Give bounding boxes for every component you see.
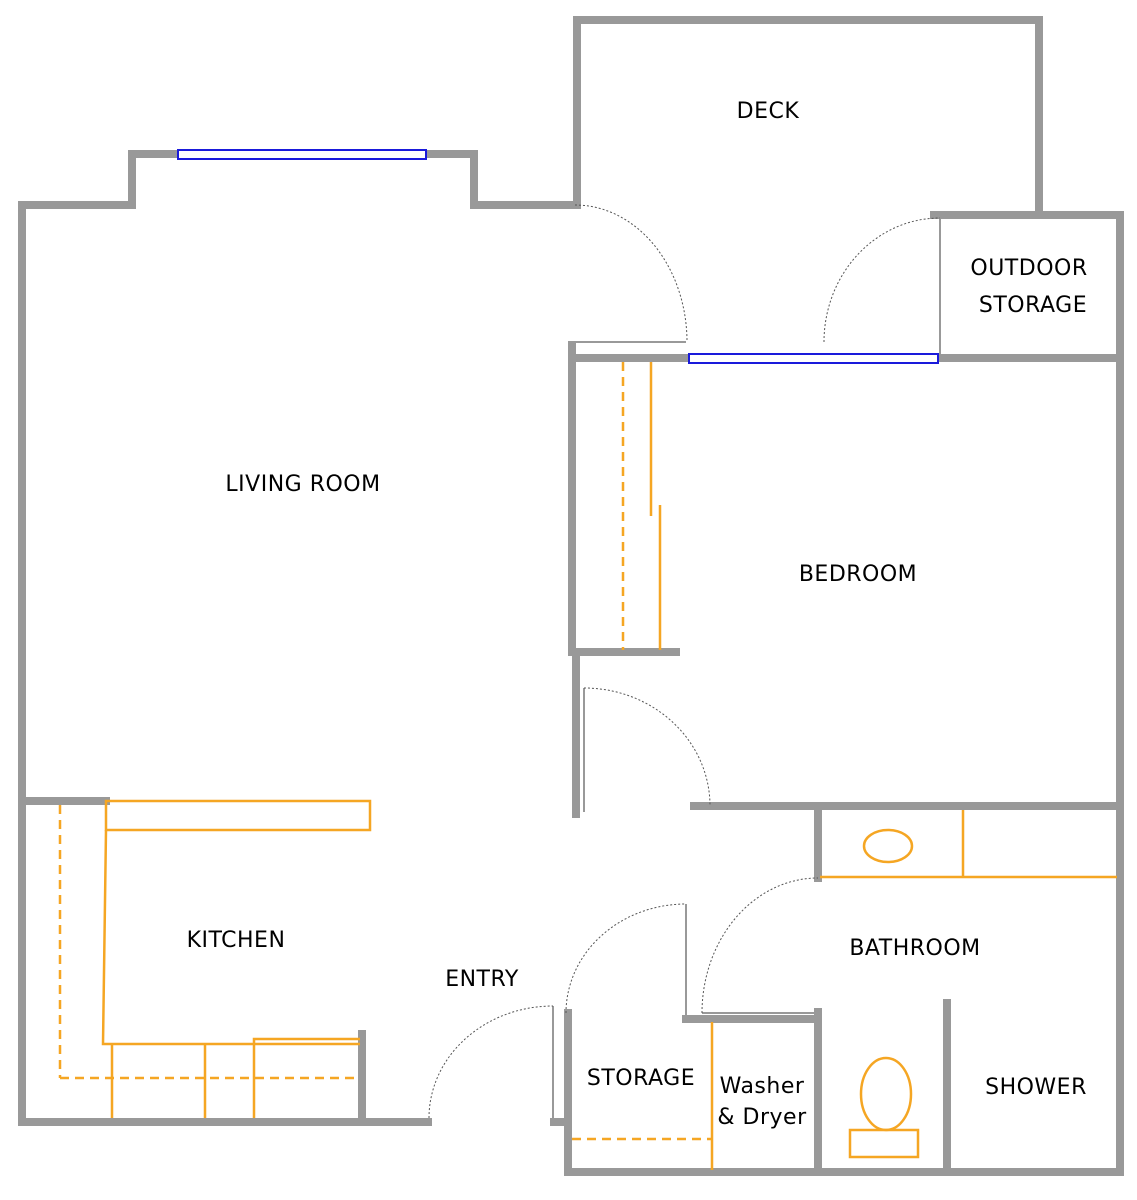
label-living-room: LIVING ROOM: [225, 472, 380, 497]
outdoor-storage-door-swing: [823, 217, 941, 343]
label-washer-line1: Washer: [720, 1074, 805, 1099]
kitchen-bar: [104, 799, 372, 832]
bedroom-window: [688, 353, 939, 364]
toilet-bowl-icon: [859, 1056, 913, 1132]
label-kitchen: KITCHEN: [187, 928, 286, 953]
range: [252, 1037, 360, 1118]
deck-door-swing: [574, 204, 688, 343]
label-storage: STORAGE: [587, 1066, 695, 1091]
door-swings: [428, 204, 941, 1119]
entry-door-swing: [428, 1005, 554, 1119]
walls: [18, 16, 1124, 1176]
thin-walls: [552, 218, 941, 1118]
label-outdoor-storage-line1: OUTDOOR: [970, 256, 1087, 281]
fixtures: [58, 362, 1117, 1170]
storage-door-swing: [565, 903, 687, 1014]
label-washer-line2: & Dryer: [717, 1105, 807, 1130]
label-bathroom: BATHROOM: [849, 936, 980, 961]
label-entry: ENTRY: [445, 967, 519, 992]
label-bedroom: BEDROOM: [799, 562, 917, 587]
kitchen-counter: [101, 829, 360, 1046]
living-room-outer-wall: [18, 150, 579, 1126]
outdoor-storage-wall: [930, 211, 1124, 362]
label-deck: DECK: [737, 99, 800, 124]
bedroom-door-swing: [583, 687, 711, 807]
deck-wall: [573, 16, 1043, 219]
sink-icon: [862, 828, 914, 864]
room-labels: DECK OUTDOOR STORAGE LIVING ROOM BEDROOM…: [187, 99, 1088, 1130]
label-outdoor-storage-line2: STORAGE: [979, 293, 1087, 318]
toilet-tank-icon: [848, 1128, 920, 1159]
windows: [177, 149, 939, 364]
living-room-window: [177, 149, 427, 160]
label-shower: SHOWER: [985, 1075, 1087, 1100]
bathroom-door-swing: [701, 877, 819, 1014]
